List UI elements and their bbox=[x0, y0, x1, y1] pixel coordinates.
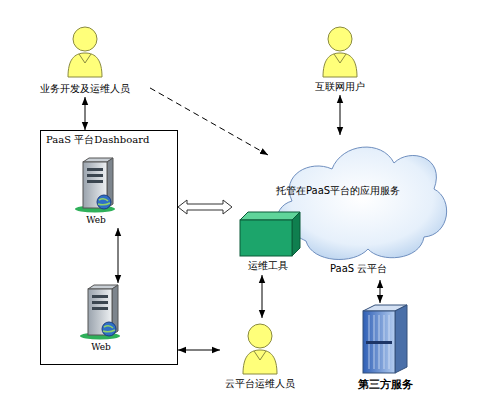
person-label: 云平台运维人员 bbox=[220, 378, 300, 390]
person-icon bbox=[320, 23, 360, 78]
rack-icon bbox=[357, 303, 413, 375]
person-label: 业务开发及运维人员 bbox=[20, 83, 150, 95]
person-figure bbox=[240, 320, 280, 379]
person-node: 云平台运维人员 bbox=[220, 318, 300, 393]
server-figure bbox=[78, 283, 124, 345]
arrow-line bbox=[178, 350, 220, 351]
arrow-line bbox=[118, 228, 119, 283]
dashed-arrow bbox=[150, 88, 268, 155]
web-server: Web bbox=[66, 156, 126, 228]
arrow-line bbox=[85, 97, 86, 130]
server-label: Web bbox=[71, 341, 131, 353]
server-figure bbox=[73, 156, 119, 218]
person-label: 互联网用户 bbox=[300, 81, 380, 93]
server-icon bbox=[78, 283, 124, 341]
third-party-server: 第三方服务 bbox=[345, 303, 425, 395]
cloud-label: PaaS 云平台 bbox=[330, 263, 387, 275]
cloud-text: 托管在PaaS平台的应用服务 bbox=[276, 185, 400, 197]
dashboard-frame: PaaS 平台DashboardWebWeb bbox=[40, 130, 178, 365]
hollow-arrow bbox=[178, 200, 232, 214]
ops-tool: 运维工具 bbox=[232, 208, 304, 275]
frame-title: PaaS 平台Dashboard bbox=[46, 134, 149, 146]
person-icon bbox=[240, 320, 280, 375]
server-label: 第三方服务 bbox=[345, 379, 425, 391]
person-figure bbox=[65, 23, 105, 82]
rack-figure bbox=[357, 303, 413, 379]
person-node: 业务开发及运维人员 bbox=[20, 5, 150, 97]
server-label: Web bbox=[66, 214, 126, 226]
person-icon bbox=[65, 23, 105, 78]
arrow-line bbox=[340, 95, 341, 135]
arrow-line bbox=[380, 280, 381, 303]
arrow-line bbox=[262, 275, 263, 318]
web-server: Web bbox=[71, 283, 131, 355]
paas-cloud: 托管在PaaS平台的应用服务 PaaS 云平台 bbox=[268, 135, 453, 280]
tool-box-icon bbox=[232, 208, 304, 258]
person-node: 互联网用户 bbox=[300, 15, 380, 95]
server-icon bbox=[73, 156, 119, 214]
tool-figure bbox=[232, 208, 304, 262]
person-figure bbox=[320, 23, 360, 82]
tool-label: 运维工具 bbox=[232, 260, 304, 272]
